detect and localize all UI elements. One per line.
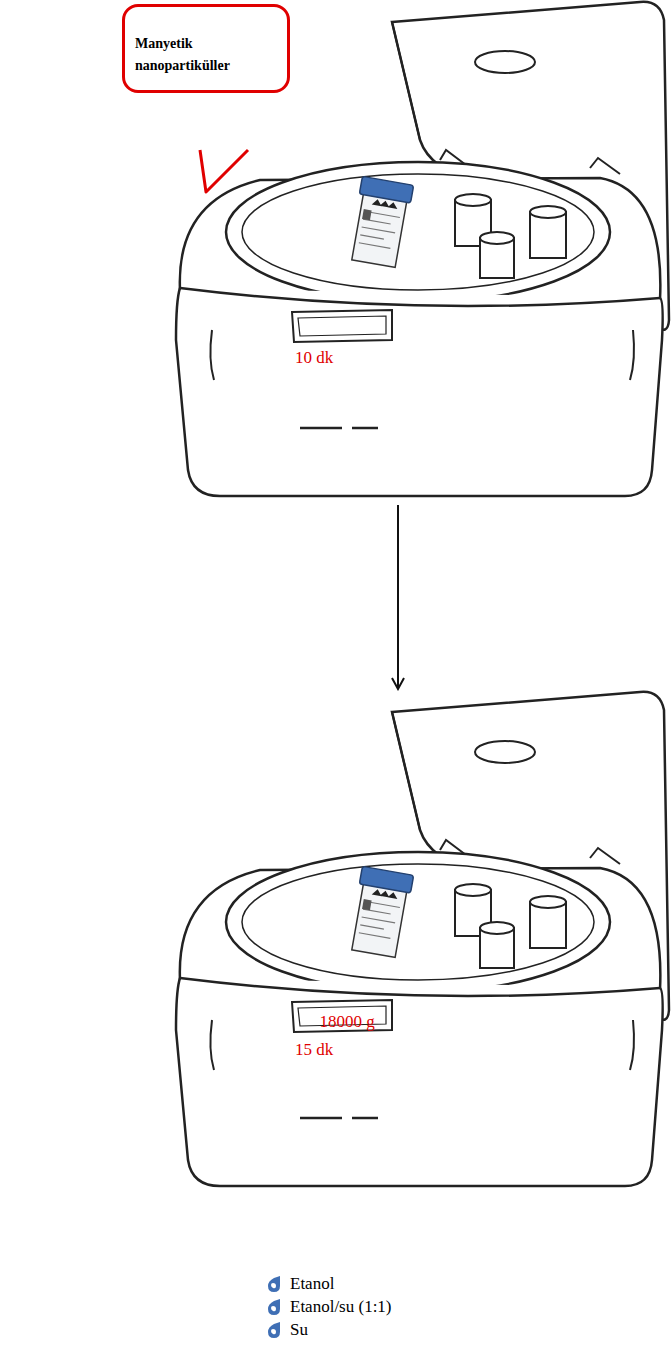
drop-icon	[266, 1298, 282, 1316]
drop-icon	[266, 1321, 282, 1339]
centrifuge-setting: 18000 g	[292, 1012, 402, 1032]
callout-text: Manyetik nanopartiküller	[135, 33, 277, 76]
solvent-label: Etanol	[290, 1274, 334, 1294]
legend: EtanolEtanol/su (1:1) Su	[266, 1272, 392, 1341]
legend-row: Su	[266, 1318, 392, 1341]
legend-row: Etanol/su (1:1)	[266, 1295, 392, 1318]
solvent-label: Etanol/su (1:1)	[290, 1297, 392, 1317]
drop-icon	[266, 1275, 282, 1293]
centrifuge: 10 dk	[175, 150, 665, 495]
centrifuge: 15 dk 18000 g	[175, 695, 665, 1190]
flow-arrow	[397, 505, 399, 689]
centrifuge-setting: 15 dk	[295, 1040, 333, 1060]
callout-bubble: Manyetik nanopartiküller	[122, 4, 290, 93]
centrifuge-setting: 10 dk	[295, 348, 333, 368]
legend-row: Etanol	[266, 1272, 392, 1295]
display-screen: 18000 g	[292, 1010, 402, 1040]
solvent-label: Su	[290, 1320, 308, 1340]
